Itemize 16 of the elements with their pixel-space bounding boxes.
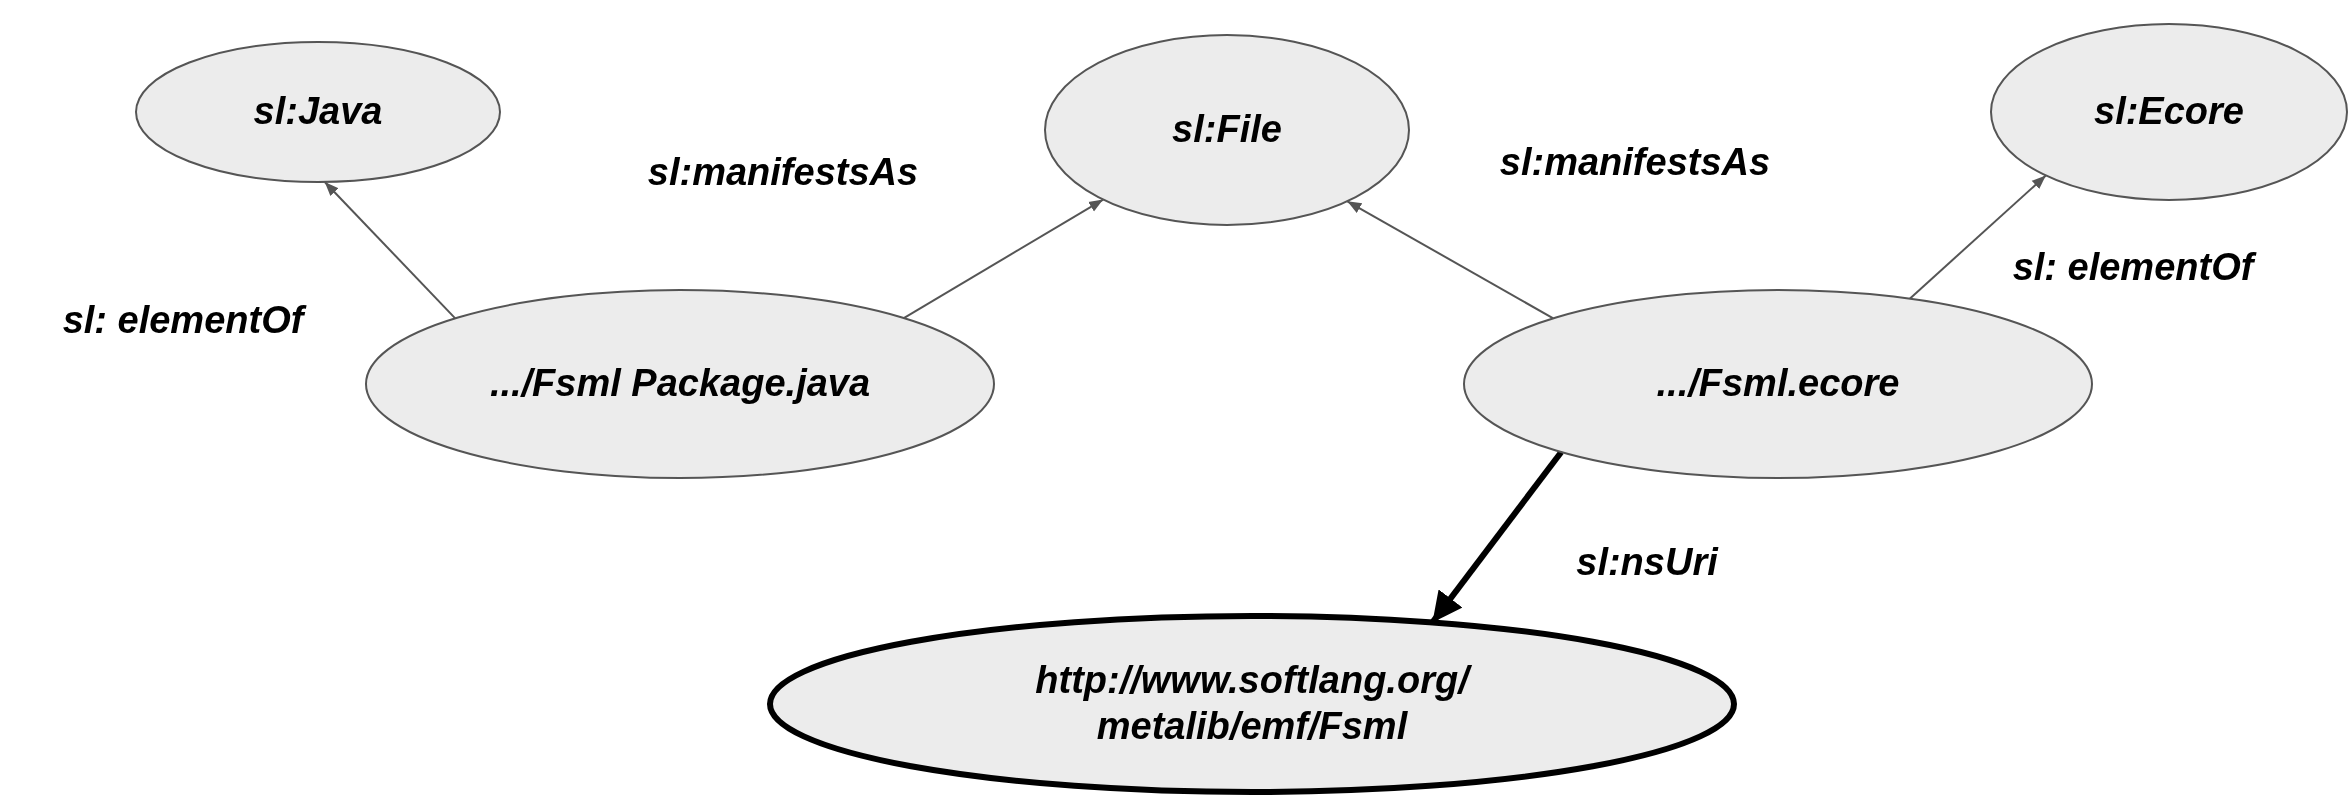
node-label: sl:File — [1172, 107, 1282, 153]
node-label: .../Fsml Package.java — [489, 361, 871, 407]
ellipse-node — [135, 41, 501, 183]
ellipse-node — [1044, 34, 1410, 226]
node-label: .../Fsml.ecore — [1656, 361, 1900, 407]
ellipse-node — [1463, 289, 2093, 479]
arrow — [1908, 174, 2047, 300]
arrow — [902, 198, 1105, 320]
node-label: sl:Java — [253, 89, 383, 135]
ellipse-node — [1990, 23, 2348, 201]
arrow — [1346, 200, 1555, 320]
node-label: sl:Ecore — [2094, 89, 2244, 135]
ellipse-node — [767, 613, 1737, 795]
arrow — [323, 180, 457, 320]
node-label: http://www.softlang.org/ metalib/emf/Fsml — [892, 658, 1612, 750]
ellipse-node — [365, 289, 995, 479]
